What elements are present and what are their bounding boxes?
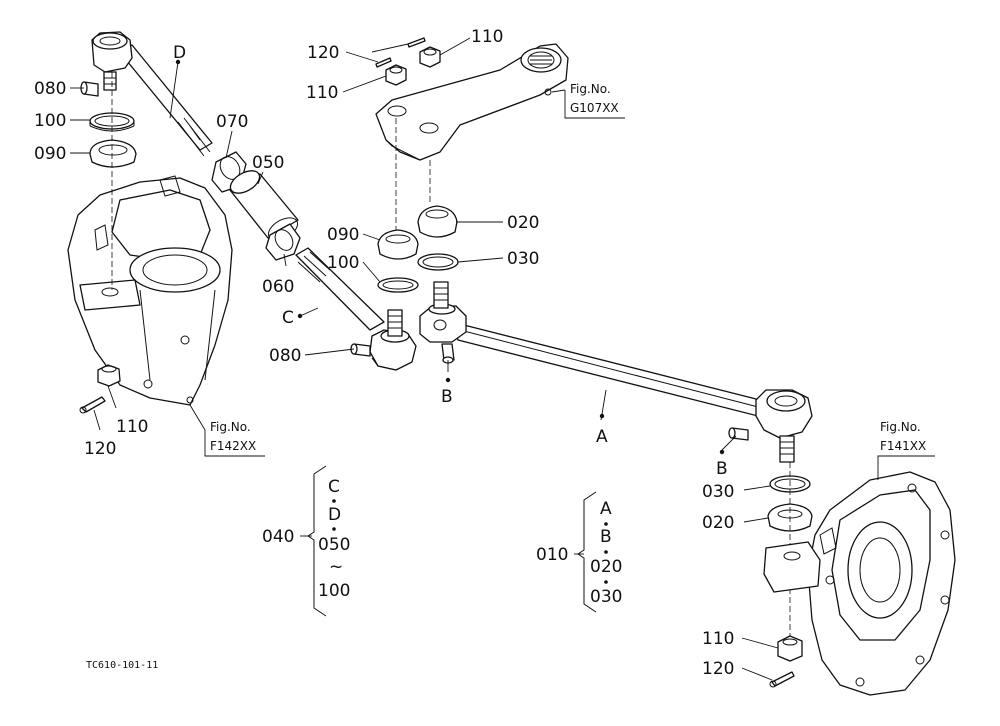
- tie-rod-end-d: [91, 31, 213, 157]
- callout-b-mid: B: [441, 387, 453, 407]
- top-nut-right: [419, 46, 441, 68]
- grease-nipple-b-right: [728, 427, 749, 441]
- callout-080-left: 080: [34, 79, 66, 99]
- fig-ref-f141-number: F141XX: [880, 439, 926, 453]
- callout-020-mid: 020: [507, 213, 539, 233]
- drawing-code: TC610-101-11: [86, 660, 158, 671]
- figure-references: Fig.No. G107XX Fig.No. F142XX Fig.No. F1…: [210, 82, 926, 453]
- group-040-item-4: ~: [329, 557, 343, 577]
- left-axle-housing: [67, 175, 233, 406]
- seal-ring-mid: [377, 277, 419, 293]
- callout-090-mid: 090: [327, 225, 359, 245]
- group-010-item-4: 030: [590, 587, 622, 607]
- top-cotter-pins: [375, 37, 426, 68]
- grease-nipple-mid: [350, 343, 371, 357]
- callout-c: C: [282, 308, 294, 328]
- callout-labels: 080 100 090 D 070 050 060 C 090 100 080 …: [34, 27, 734, 679]
- callout-110-top-left: 110: [306, 83, 338, 103]
- lock-nut-060: [265, 223, 301, 261]
- dust-cover-mid: [377, 229, 419, 260]
- fig-ref-f142-label: Fig.No.: [210, 420, 251, 434]
- callout-060: 060: [262, 277, 294, 297]
- pitman-arm: [375, 43, 569, 161]
- sleeve-050: [229, 170, 299, 241]
- fig-ref-f141-label: Fig.No.: [880, 420, 921, 434]
- callout-b-right: B: [716, 459, 728, 479]
- callout-110-left: 110: [116, 417, 148, 437]
- callout-100-mid: 100: [327, 253, 359, 273]
- left-cotter-pin: [79, 396, 106, 414]
- group-040-item-5: 100: [318, 581, 350, 601]
- callout-d: D: [173, 43, 186, 63]
- grease-nipple-b-mid: [441, 343, 455, 364]
- group-010-item-2: B: [600, 527, 612, 547]
- group-040-item-3: 050: [318, 535, 350, 555]
- dust-cover-left: [89, 139, 137, 168]
- callout-050: 050: [252, 153, 284, 173]
- right-cotter-pin: [769, 671, 795, 688]
- assembly-group-040: 040 C D 050 ~ 100: [262, 465, 350, 617]
- callout-110-right: 110: [702, 629, 734, 649]
- dust-cover-020-mid: [417, 205, 458, 238]
- group-040-item-1: C: [328, 477, 340, 497]
- callout-120-left: 120: [84, 439, 116, 459]
- fig-ref-g107-number: G107XX: [570, 101, 619, 115]
- leader-dot-b-right: [719, 449, 725, 455]
- callout-080-mid: 080: [269, 346, 301, 366]
- top-nut-left: [385, 64, 407, 86]
- group-010-item-1: A: [600, 499, 612, 519]
- callout-120-top: 120: [307, 43, 339, 63]
- group-010-number: 010: [536, 545, 568, 565]
- callout-a: A: [596, 427, 608, 447]
- fig-ref-f142-number: F142XX: [210, 439, 256, 453]
- callout-020-right: 020: [702, 513, 734, 533]
- callout-100-left: 100: [34, 111, 66, 131]
- group-040-brace: [307, 465, 327, 617]
- assembly-group-010: 010 A B 020 030: [536, 491, 622, 613]
- grease-nipple-left: [80, 81, 99, 97]
- leader-dot-a: [599, 413, 605, 419]
- callout-120-right: 120: [702, 659, 734, 679]
- group-010-item-3: 020: [590, 557, 622, 577]
- callout-070: 070: [216, 112, 248, 132]
- right-lower-nut: [777, 635, 803, 662]
- callout-090-left: 090: [34, 144, 66, 164]
- leader-dot-c: [297, 313, 303, 319]
- callout-030-right: 030: [702, 482, 734, 502]
- leader-lines: [70, 37, 935, 681]
- leader-dot-b-mid: [445, 377, 451, 383]
- leader-dot-d: [175, 59, 181, 65]
- group-010-brace: [577, 491, 597, 613]
- callout-030-mid: 030: [507, 249, 539, 269]
- fig-ref-g107-label: Fig.No.: [570, 82, 611, 96]
- callout-110-top-right: 110: [471, 27, 503, 47]
- tie-rod-end-c: [295, 247, 417, 371]
- right-axle-housing: [763, 471, 956, 696]
- left-lower-nut: [97, 364, 121, 387]
- group-040-number: 040: [262, 527, 294, 547]
- group-040-item-2: D: [328, 505, 341, 525]
- seal-ring-030-mid: [417, 253, 459, 271]
- tie-rod-a: [419, 281, 813, 463]
